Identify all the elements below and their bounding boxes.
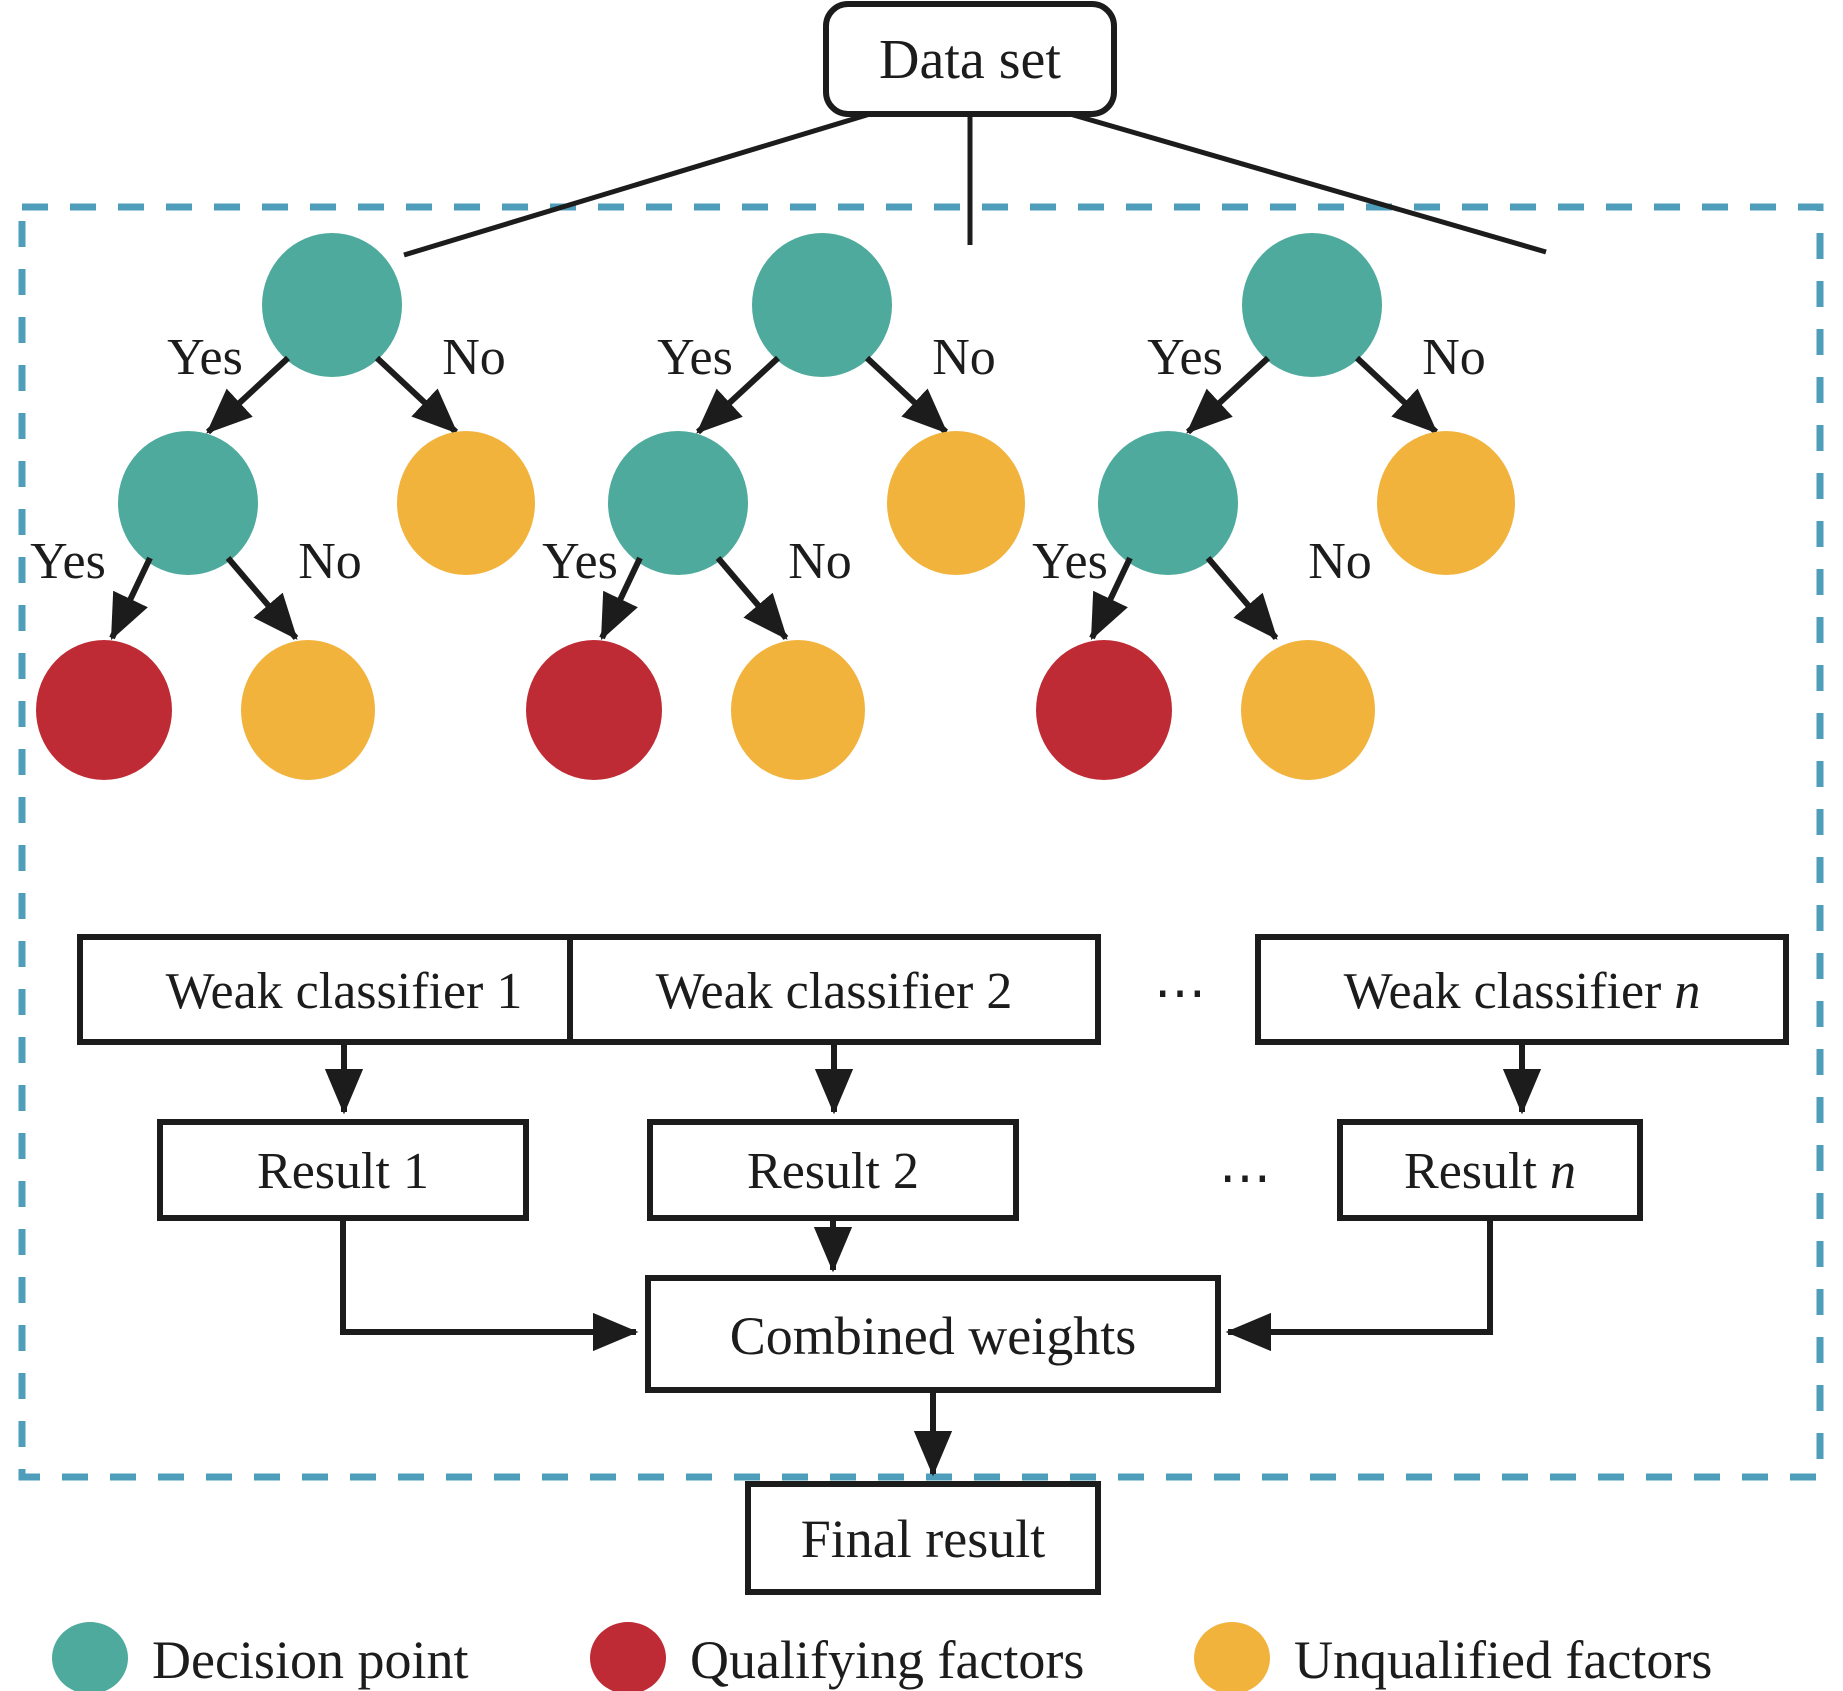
tree-1-label-yes-1: Yes	[167, 329, 243, 386]
tree-1-label-no-2: No	[298, 533, 362, 590]
tree-n-edge-no-2	[1205, 556, 1279, 640]
tree-n-edge-no-1	[1354, 355, 1439, 435]
tree-1-weak-classifier-label: Weak classifier 1	[166, 963, 523, 1020]
tree-n-unqualified-node-1[interactable]	[1377, 431, 1515, 575]
tree-1-root-decision-node[interactable]	[262, 233, 402, 377]
tree-1-edge-yes-1	[205, 355, 291, 435]
tree-1-label-yes-2: Yes	[30, 533, 106, 590]
tree-n-label-no-1: No	[1422, 329, 1486, 386]
legend-label-unqualified-factors: Unqualified factors	[1294, 1630, 1712, 1690]
classifier-row-ellipsis: ⋯	[1154, 965, 1206, 1022]
tree-n-root-decision-node[interactable]	[1242, 233, 1382, 377]
tree-2: Yes No Yes No Weak classifier 2 Result 2	[526, 233, 1101, 1273]
tree-n: Yes No Yes No Weak classifier n Result n	[1032, 233, 1789, 1352]
tree-n-edge-yes-1	[1185, 355, 1271, 435]
tree-n-weak-classifier-box[interactable]	[1255, 934, 1789, 1045]
root-edge-right	[1069, 111, 1547, 255]
legend: Decision point Qualifying factors Unqual…	[52, 1622, 1712, 1691]
tree-2-root-decision-node[interactable]	[752, 233, 892, 377]
legend-label-decision-point: Decision point	[152, 1630, 468, 1690]
tree-n-qualifying-node[interactable]	[1036, 640, 1172, 780]
tree-1-qualifying-node[interactable]	[36, 640, 172, 780]
legend-swatch-decision-point	[52, 1622, 128, 1691]
tree-n-result-box[interactable]	[1337, 1119, 1643, 1221]
tree-n-edge-yes-2	[1089, 556, 1133, 641]
legend-swatch-qualifying-factors	[590, 1622, 666, 1691]
tree-2-edge-no-1	[864, 355, 949, 435]
tree-2-weak-classifier-label: Weak classifier 2	[656, 963, 1013, 1020]
tree-1-result-label: Result 1	[257, 1143, 429, 1200]
tree-n-decision-node-2[interactable]	[1098, 431, 1238, 575]
tree-1-result-box[interactable]	[157, 1119, 529, 1221]
tree-1-edge-yes-2	[109, 556, 153, 641]
combined-weights-box[interactable]	[645, 1275, 1221, 1393]
tree-1: Yes No Yes No Weak classifier 1 Result 1	[30, 233, 639, 1352]
data-set-label: Data set	[879, 29, 1061, 91]
tree-n-unqualified-node-2[interactable]	[1241, 640, 1375, 780]
tree-2-qualifying-node[interactable]	[526, 640, 662, 780]
tree-1-weak-classifier-box[interactable]	[77, 934, 611, 1045]
legend-label-qualifying-factors: Qualifying factors	[690, 1630, 1084, 1690]
tree-2-label-no-1: No	[932, 329, 996, 386]
result-row-ellipsis: ⋯	[1219, 1150, 1271, 1207]
tree-1-decision-node-2[interactable]	[118, 431, 258, 575]
tree-2-decision-node-2[interactable]	[608, 431, 748, 575]
tree-2-edge-yes-2	[599, 556, 643, 641]
tree-n-label-no-2: No	[1308, 533, 1372, 590]
tree-n-label-yes-1: Yes	[1147, 329, 1223, 386]
tree-2-edge-yes-1	[695, 355, 781, 435]
combined-weights-label: Combined weights	[730, 1306, 1136, 1366]
tree-1-edge-no-1	[374, 355, 459, 435]
tree-1-unqualified-node-1[interactable]	[397, 431, 535, 575]
final-result-label: Final result	[801, 1509, 1045, 1569]
tree-2-label-no-2: No	[788, 533, 852, 590]
final-result-box[interactable]	[745, 1481, 1101, 1595]
tree-2-unqualified-node-1[interactable]	[887, 431, 1025, 575]
tree-1-edge-no-2	[225, 556, 299, 640]
legend-swatch-unqualified-factors	[1194, 1622, 1270, 1691]
tree-2-unqualified-node-2[interactable]	[731, 640, 865, 780]
tree-1-result-to-combined-arrow	[340, 1218, 639, 1352]
tree-n-result-to-combined-arrow	[1225, 1218, 1493, 1352]
tree-2-edge-no-2	[715, 556, 789, 640]
tree-1-label-no-1: No	[442, 329, 506, 386]
tree-2-weak-classifier-box[interactable]	[567, 934, 1101, 1045]
tree-n-result-label: Result n	[1404, 1143, 1576, 1200]
tree-2-label-yes-1: Yes	[657, 329, 733, 386]
tree-2-result-label: Result 2	[747, 1143, 919, 1200]
tree-2-result-box[interactable]	[647, 1119, 1019, 1221]
tree-2-label-yes-2: Yes	[542, 533, 618, 590]
tree-1-unqualified-node-2[interactable]	[241, 640, 375, 780]
tree-n-label-yes-2: Yes	[1032, 533, 1108, 590]
tree-n-weak-classifier-label: Weak classifier n	[1344, 963, 1701, 1020]
root-edge-left	[403, 111, 871, 258]
